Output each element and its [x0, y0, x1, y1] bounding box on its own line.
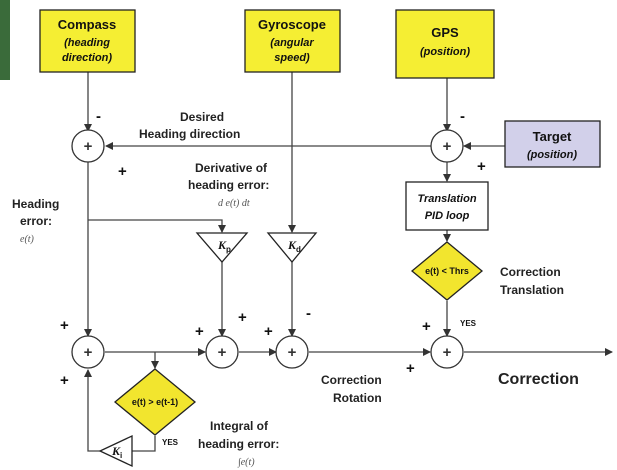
sign-plus: +	[60, 372, 69, 389]
kp-gain-triangle: K p	[195, 232, 249, 263]
desired-label-2: Heading direction	[139, 127, 240, 141]
sum-derivative: +	[275, 335, 309, 369]
sum-heading: +	[71, 129, 105, 163]
gyroscope-subtitle-2: speed)	[274, 52, 310, 64]
junction-signs: - + - + + + + + + - + +	[60, 108, 486, 389]
sum-heading-symbol: +	[84, 138, 93, 155]
heading-error-label-2: error:	[20, 214, 52, 228]
heading-error-label-1: Heading	[12, 197, 59, 211]
desired-label-1: Desired	[180, 110, 224, 124]
gyroscope-block: Gyroscope (angular speed)	[244, 9, 341, 73]
sum-target-symbol: +	[443, 138, 452, 155]
sum-proportional: +	[205, 335, 239, 369]
translation-yes-label: YES	[460, 319, 477, 328]
sign-plus: +	[406, 360, 415, 377]
pid-line-2: PID loop	[425, 210, 470, 222]
kp-label: K	[217, 238, 227, 252]
kd-subscript: d	[296, 245, 301, 254]
translation-condition: e(t) < Thrs	[425, 266, 469, 276]
sign-minus: -	[96, 108, 101, 125]
gyroscope-subtitle-1: (angular	[270, 37, 314, 49]
compass-subtitle-1: (heading	[64, 37, 110, 49]
ki-label: K	[111, 444, 121, 458]
rotation-yes-label: YES	[162, 438, 179, 447]
sign-minus: -	[306, 305, 311, 322]
corner-badge	[0, 0, 10, 80]
sum-integral-symbol: +	[84, 344, 93, 361]
correction-translation-label-2: Translation	[500, 283, 564, 297]
derivative-label-1: Derivative of	[195, 161, 268, 175]
integral-expression: ∫e(t)	[237, 457, 255, 468]
kp-subscript: p	[226, 245, 231, 254]
gps-block: GPS (position)	[395, 9, 495, 79]
sign-plus: +	[118, 163, 127, 180]
derivative-expression: d e(t) dt	[218, 198, 250, 209]
compass-title: Compass	[58, 17, 117, 32]
integral-label-2: heading error:	[198, 437, 279, 451]
sum-proportional-symbol: +	[218, 344, 227, 361]
gps-subtitle: (position)	[420, 46, 470, 58]
sign-plus: +	[264, 323, 273, 340]
sum-target: +	[430, 129, 464, 163]
target-title: Target	[533, 129, 572, 144]
gyroscope-title: Gyroscope	[258, 17, 326, 32]
sign-plus: +	[60, 317, 69, 334]
rotation-condition-diamond: e(t) > e(t-1) YES	[113, 368, 197, 447]
connection-lines	[84, 72, 613, 452]
sign-plus: +	[422, 318, 431, 335]
pid-line-1: Translation	[417, 193, 476, 205]
sign-minus: -	[460, 108, 465, 125]
translation-threshold-diamond: e(t) < Thrs YES	[410, 241, 484, 328]
heading-error-expression: e(t)	[20, 234, 35, 245]
sum-output-symbol: +	[443, 344, 452, 361]
correction-translation-label-1: Correction	[500, 265, 561, 279]
integral-label-1: Integral of	[210, 419, 269, 433]
correction-rotation-label-2: Rotation	[333, 391, 382, 405]
sign-plus: +	[195, 323, 204, 340]
target-subtitle: (position)	[527, 149, 577, 161]
target-block: Target (position)	[504, 120, 601, 168]
correction-rotation-label-1: Correction	[321, 373, 382, 387]
compass-block: Compass (heading direction)	[39, 9, 136, 73]
sign-plus: +	[238, 309, 247, 326]
derivative-label-2: heading error:	[188, 178, 269, 192]
ki-subscript: i	[120, 451, 122, 460]
ki-gain-triangle: K i	[98, 434, 133, 468]
sign-plus: +	[477, 158, 486, 175]
pid-loop-block: Translation PID loop	[405, 181, 489, 231]
kd-label: K	[287, 238, 297, 252]
sum-integral: +	[71, 335, 105, 369]
gps-title: GPS	[431, 25, 459, 40]
sum-derivative-symbol: +	[288, 344, 297, 361]
annotation-labels: Desired Heading direction Derivative of …	[12, 110, 579, 468]
kd-gain-triangle: K d	[266, 232, 318, 264]
rotation-condition: e(t) > e(t-1)	[132, 397, 178, 407]
compass-subtitle-2: direction)	[62, 52, 112, 64]
correction-output-label: Correction	[498, 371, 579, 388]
sum-output: +	[430, 335, 464, 369]
